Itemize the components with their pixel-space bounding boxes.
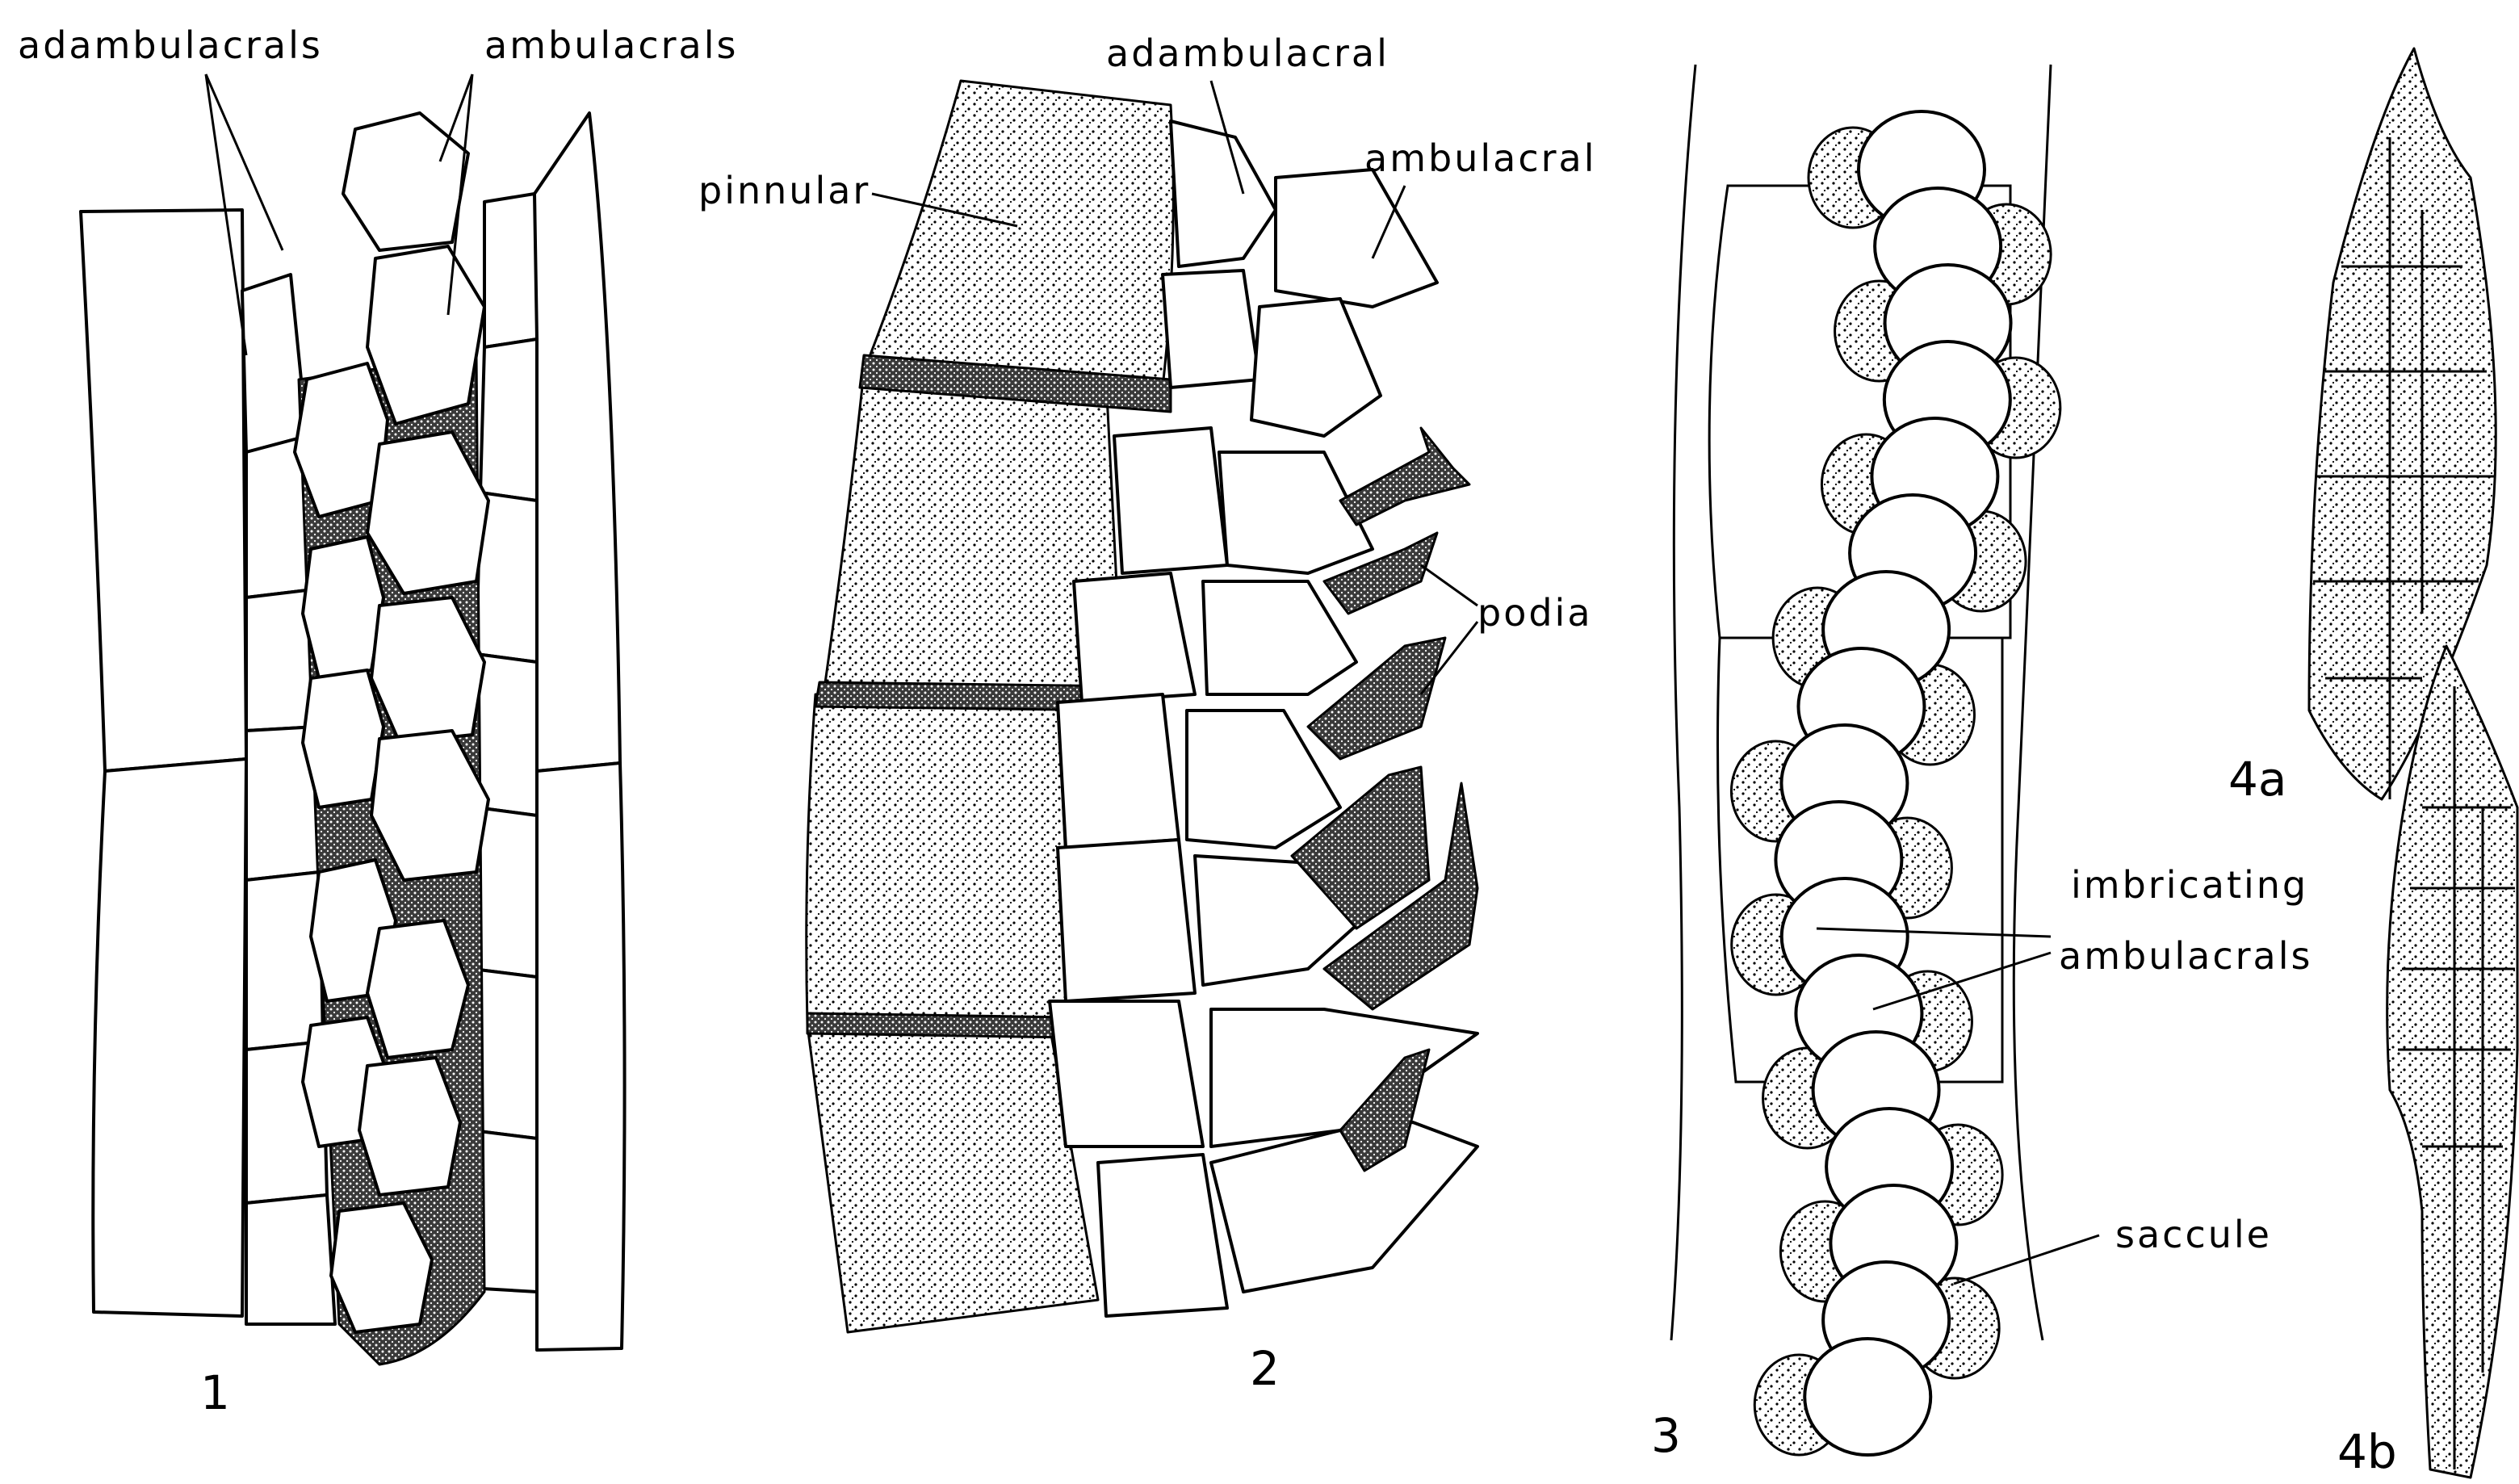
fig2-plate-r5a: [1058, 840, 1195, 1001]
fig1-number: 1: [200, 1365, 230, 1420]
fig4a-number: 4a: [2228, 752, 2286, 807]
fig2-pinnular-4: [807, 1025, 1098, 1332]
fig3-number: 3: [1651, 1408, 1681, 1463]
fig2-plate-r6a: [1050, 1001, 1203, 1147]
fig2-plate-r3b: [1203, 581, 1356, 694]
fig1-right-adambulacral-1: [484, 194, 537, 347]
fig4b-outline: [2387, 646, 2517, 1478]
fig2-label-pinnular: pinnular: [698, 169, 870, 212]
fig2-number: 2: [1250, 1341, 1280, 1396]
fig1-ambulacral-5: [303, 537, 384, 678]
fig4a-outline: [2309, 48, 2496, 799]
fig1-ambulacral-2: [367, 246, 484, 424]
fig2-plate-r1b: [1251, 299, 1381, 436]
fig1-left-outer-plate-upper: [81, 210, 246, 771]
fig3-label-imbricating: imbricating: [2071, 863, 2308, 907]
fig2-plate-r7b: [1211, 1122, 1477, 1292]
fig2-label-ambulacral: ambulacral: [1364, 136, 1597, 180]
fig2-plate-r3a: [1074, 573, 1195, 702]
fig2-plate-r7a: [1098, 1155, 1227, 1316]
fig2-label-podia: podia: [1477, 591, 1593, 635]
fig3-ambulacral-disc: [1804, 1339, 1930, 1455]
fig1-label-ambulacrals: ambulacrals: [484, 23, 738, 67]
fig2-pinnular-3: [807, 694, 1074, 1025]
figure-4-cover-plate-series: 4a 4b: [2228, 48, 2517, 1479]
fig1-label-adambulacrals: adambulacrals: [18, 23, 323, 67]
fig1-left-adambulacral-7: [246, 1195, 335, 1324]
figure-2-pinnule-with-podia: adambulacral ambulacral pinnular podia 2: [698, 31, 1597, 1396]
fig1-ambulacral-10: [367, 920, 468, 1058]
fig2-pinnular-1: [864, 81, 1173, 388]
fig1-left-adambulacral-5: [246, 872, 323, 1050]
fig3-label-saccule: saccule: [2115, 1213, 2272, 1256]
fig2-plate-r4a: [1058, 694, 1179, 848]
fig2-plate-r2a: [1114, 428, 1227, 573]
fig1-left-adambulacral-1: [242, 275, 307, 452]
fig3-label-ambulacrals: ambulacrals: [2059, 934, 2312, 978]
fig2-adambulacral-top: [1171, 121, 1276, 266]
fig3-ambulacral-chain: [1731, 111, 2060, 1455]
fig2-leader-podia-1: [1421, 565, 1477, 606]
fig2-plate-r1a: [1163, 270, 1260, 388]
fig1-right-outer-plate-upper: [534, 113, 620, 771]
fig1-left-outer-plate-lower: [93, 759, 246, 1316]
fig1-right-outer-plate-lower: [537, 763, 625, 1350]
fig2-seam-3: [807, 1013, 1074, 1038]
fig1-ambulacral-7: [303, 670, 384, 807]
fig2-label-adambulacral: adambulacral: [1106, 31, 1389, 75]
figure-1-ambulacral-groove: adambulacrals ambulacrals 1: [18, 23, 738, 1420]
figure-3-imbricating-ambulacrals: imbricating ambulacrals saccule 3: [1651, 65, 2312, 1463]
fig2-ambulacral-top: [1276, 170, 1437, 307]
fig1-right-adambulacral-2: [480, 339, 537, 501]
fig2-podium-1: [1340, 428, 1469, 525]
fig1-ambulacral-12: [359, 1058, 460, 1195]
fig3-outline-left: [1671, 65, 1695, 1340]
fig4b-number: 4b: [2337, 1424, 2397, 1479]
